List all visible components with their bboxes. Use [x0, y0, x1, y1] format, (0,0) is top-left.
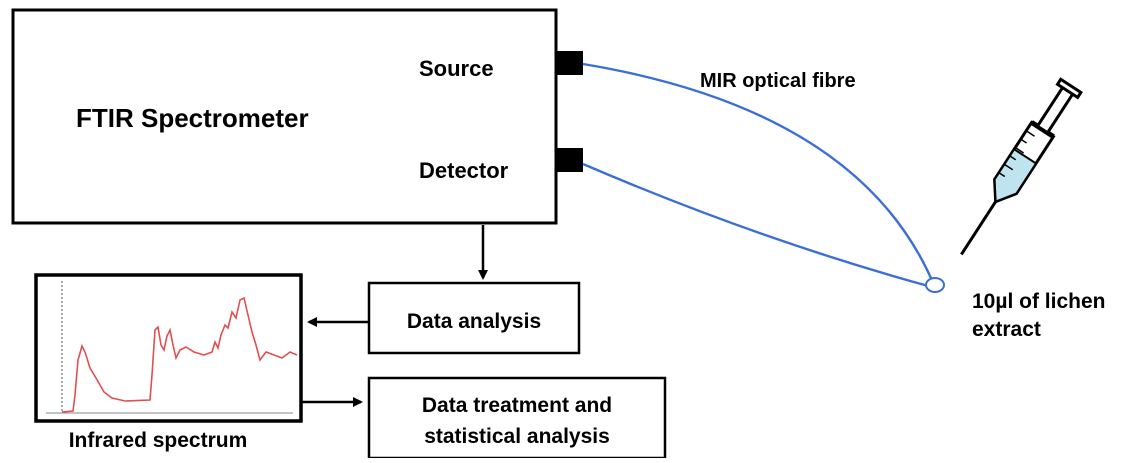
source-label: Source — [419, 56, 494, 81]
data-treatment-label-line1: Data treatment and — [422, 394, 612, 417]
detector-label: Detector — [419, 158, 509, 183]
syringe-icon — [960, 77, 1083, 256]
data-treatment-label-line2: statistical analysis — [424, 425, 610, 448]
data-analysis-label: Data analysis — [407, 310, 541, 333]
fibre-source-line — [582, 62, 936, 286]
source-port — [556, 51, 583, 75]
sample-label-line2: extract — [972, 318, 1041, 341]
fibre-label: MIR optical fibre — [700, 70, 856, 92]
sample-drop-icon — [925, 277, 945, 293]
sample-label-line1: 10µl of lichen — [972, 290, 1105, 313]
spectrometer-box — [11, 8, 558, 225]
fibre-detector-line — [582, 162, 933, 289]
spectrum-line — [61, 296, 298, 413]
spectrum-caption: Infrared spectrum — [69, 429, 248, 452]
detector-port — [556, 148, 583, 172]
spectrometer-title: FTIR Spectrometer — [76, 103, 309, 133]
spectrum-frame — [34, 273, 303, 423]
data-analysis-box — [367, 281, 581, 355]
